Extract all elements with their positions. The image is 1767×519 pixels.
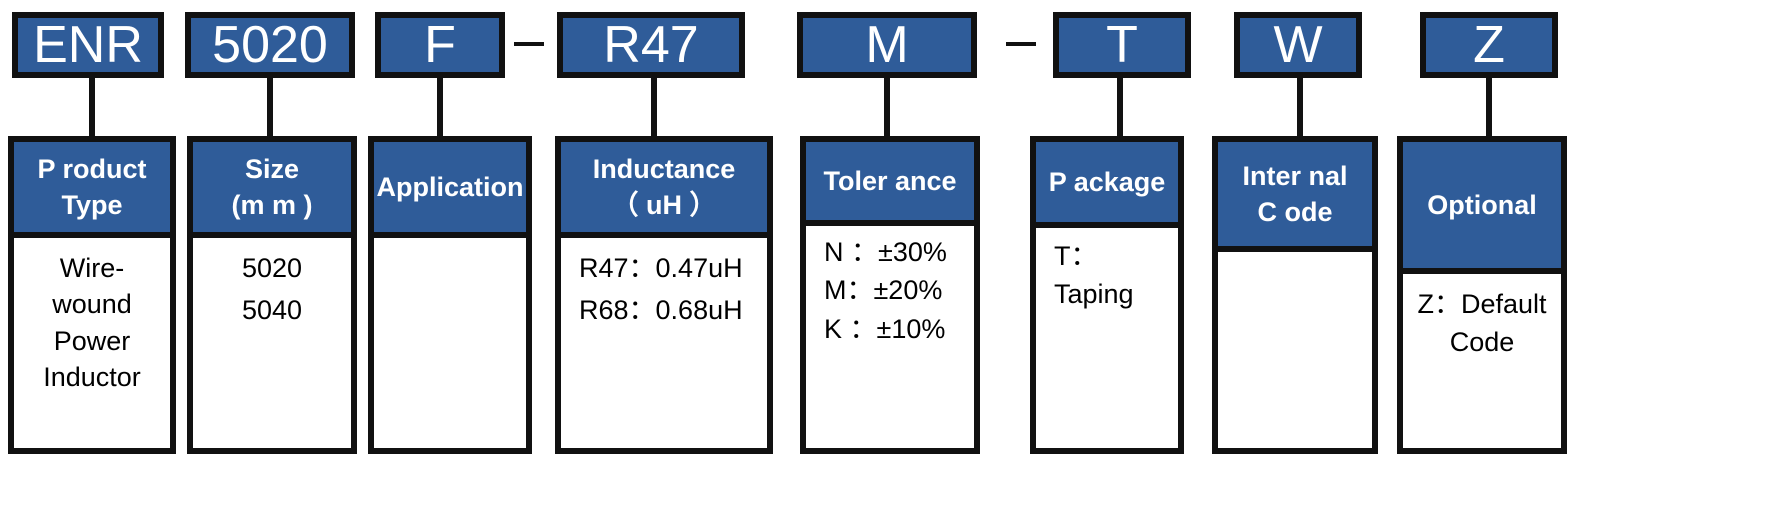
card-divider [193, 232, 351, 238]
card-line: wound [52, 289, 132, 320]
card-application: Application [368, 136, 532, 454]
code-box-enr: ENR [12, 12, 164, 78]
code-box-w: W [1234, 12, 1362, 78]
card-divider [1218, 246, 1372, 252]
connector-stem [1486, 78, 1492, 136]
card-header: P roduct Type [14, 142, 170, 232]
card-title: Inductance （ uH ） [592, 153, 736, 220]
card-header: Optional [1403, 142, 1561, 268]
card-divider [1036, 222, 1178, 228]
connector-stem [1117, 78, 1123, 136]
card-title: Size (m m ) [231, 153, 313, 220]
card-body [1218, 252, 1372, 448]
connector-stem [267, 78, 273, 136]
card-optional: Optional Z：Default Code [1397, 136, 1567, 454]
code-box-t: T [1053, 12, 1191, 78]
card-divider [1403, 268, 1561, 274]
card-line: 5040 [241, 295, 303, 326]
connector-stem [651, 78, 657, 136]
card-line: R68：0.68uH [579, 295, 743, 326]
card-line: K ：±10% [824, 313, 946, 344]
card-title: Inter nal C ode [1242, 160, 1348, 227]
card-header: Size (m m ) [193, 142, 351, 232]
code-box-label: R47 [603, 16, 699, 74]
card-line: Taping [1054, 279, 1134, 310]
card-line: N ：±30% [824, 237, 947, 267]
connector-stem [1297, 78, 1303, 136]
card-package: P ackage T： Taping [1030, 136, 1184, 454]
card-divider [806, 220, 974, 226]
card-line: R47：0.47uH [579, 253, 743, 283]
code-box-label: M [865, 16, 909, 74]
card-body: R47：0.47uH R68：0.68uH [561, 238, 767, 448]
card-header: P ackage [1036, 142, 1178, 222]
code-box-label: Z [1473, 16, 1505, 74]
card-header: Inter nal C ode [1218, 142, 1372, 246]
card-header: Application [374, 142, 526, 232]
separator-dash [514, 42, 544, 46]
card-line: T： [1054, 241, 1098, 271]
card-header: Inductance （ uH ） [561, 142, 767, 232]
card-internal-code: Inter nal C ode [1212, 136, 1378, 454]
card-divider [374, 232, 526, 238]
separator-dash [1006, 42, 1036, 46]
card-line: Power [53, 325, 131, 356]
card-title: Optional [1427, 189, 1537, 220]
card-title: P ackage [1048, 166, 1166, 197]
card-divider [561, 232, 767, 238]
code-box-5020: 5020 [185, 12, 355, 78]
card-title: P roduct Type [37, 153, 147, 220]
card-line: M：±20% [824, 275, 943, 306]
card-tolerance: Toler ance N ：±30% M：±20% K ：±10% [800, 136, 980, 454]
card-title: Application [376, 171, 524, 202]
card-title: Toler ance [823, 165, 957, 196]
card-line: Code [1449, 327, 1515, 358]
code-box-z: Z [1420, 12, 1558, 78]
card-size: Size (m m ) 5020 5040 [187, 136, 357, 454]
code-box-label: F [424, 16, 456, 74]
card-body: Z：Default Code [1403, 274, 1561, 448]
card-line: Z：Default [1417, 289, 1547, 319]
card-body: N ：±30% M：±20% K ：±10% [806, 226, 974, 448]
code-box-r47: R47 [557, 12, 745, 78]
card-body: 5020 5040 [193, 238, 351, 448]
connector-stem [89, 78, 95, 136]
code-box-m: M [797, 12, 977, 78]
code-box-label: 5020 [212, 16, 328, 74]
card-inductance: Inductance （ uH ） R47：0.47uH R68：0.68uH [555, 136, 773, 454]
card-divider [14, 232, 170, 238]
card-line: Inductor [43, 362, 141, 393]
card-product-type: P roduct Type Wire- wound Power Inductor [8, 136, 176, 454]
code-box-label: T [1106, 16, 1138, 74]
card-body: T： Taping [1036, 228, 1178, 448]
card-line: 5020 [241, 253, 303, 283]
card-line: Wire- [59, 253, 125, 283]
connector-stem [884, 78, 890, 136]
card-body [374, 238, 526, 448]
code-box-label: ENR [33, 16, 143, 74]
connector-stem [437, 78, 443, 136]
card-body: Wire- wound Power Inductor [14, 238, 170, 448]
card-header: Toler ance [806, 142, 974, 220]
code-box-label: W [1273, 16, 1323, 74]
code-box-f: F [375, 12, 505, 78]
